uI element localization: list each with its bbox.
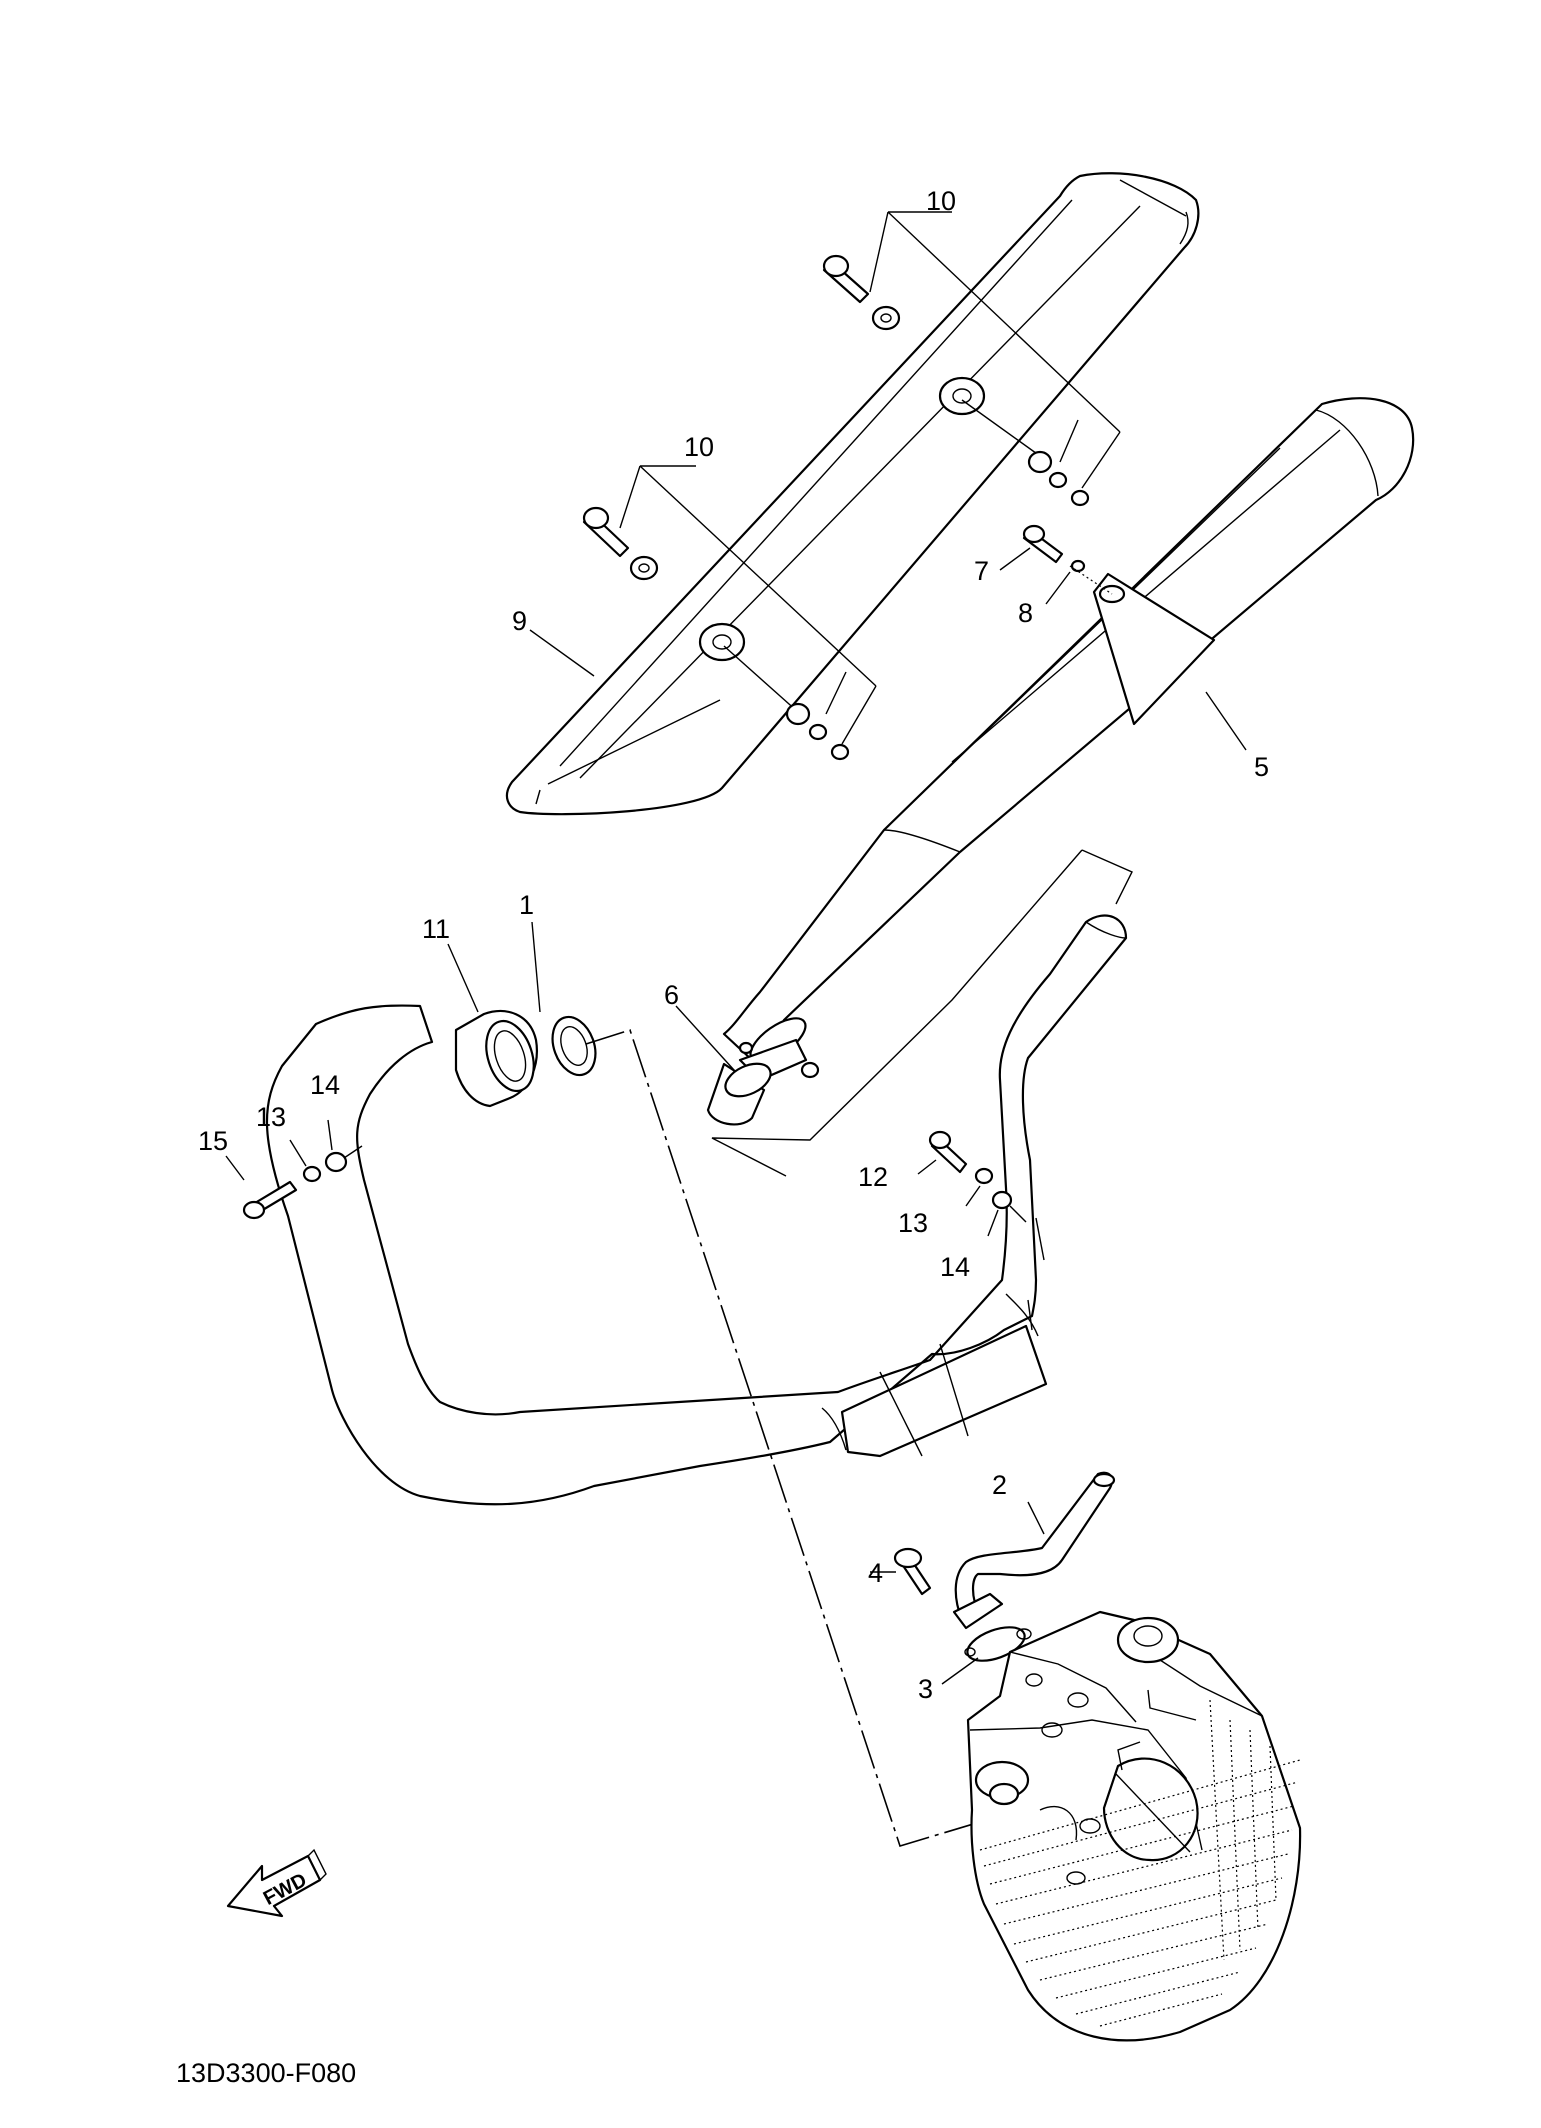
callout-14-left: 14 <box>310 1070 340 1100</box>
callout-1: 1 <box>519 890 534 920</box>
gasket-group-box <box>675 849 1133 1177</box>
callout-3: 3 <box>918 1674 933 1704</box>
diagram-reference-code: 13D3300-F080 <box>176 2058 356 2088</box>
exhaust-pipe <box>265 914 1128 1506</box>
callout-12: 12 <box>858 1162 888 1192</box>
callout-9: 9 <box>512 606 527 636</box>
callout-15: 15 <box>198 1126 228 1156</box>
callout-7: 7 <box>974 556 989 586</box>
muffler-bolt <box>999 524 1113 605</box>
callout-5: 5 <box>1254 752 1269 782</box>
callout-10-lower: 10 <box>684 432 714 462</box>
callout-10-upper: 10 <box>926 186 956 216</box>
callout-2: 2 <box>992 1470 1007 1500</box>
callout-13-right: 13 <box>898 1208 928 1238</box>
flange-fasteners-left <box>225 1119 363 1220</box>
callout-8: 8 <box>1018 598 1033 628</box>
protector-fasteners-lower <box>582 465 877 761</box>
callout-13-left: 13 <box>256 1102 286 1132</box>
callout-labels: 1 2 3 4 5 6 7 8 9 10 10 11 12 13 13 14 1… <box>198 186 1269 1704</box>
exhaust-flange <box>454 1009 597 1108</box>
heat-protector <box>505 172 1200 816</box>
fwd-arrow-icon: FWD <box>226 1848 327 1918</box>
protector-fasteners-upper <box>822 211 1121 507</box>
callout-11: 11 <box>422 914 450 944</box>
cylinder-head <box>966 1610 1302 2042</box>
callout-4: 4 <box>868 1558 883 1588</box>
pipe-fasteners-right <box>917 1130 1027 1237</box>
callout-6: 6 <box>664 980 679 1010</box>
muffler <box>722 397 1415 1082</box>
callout-14-right: 14 <box>940 1252 970 1282</box>
